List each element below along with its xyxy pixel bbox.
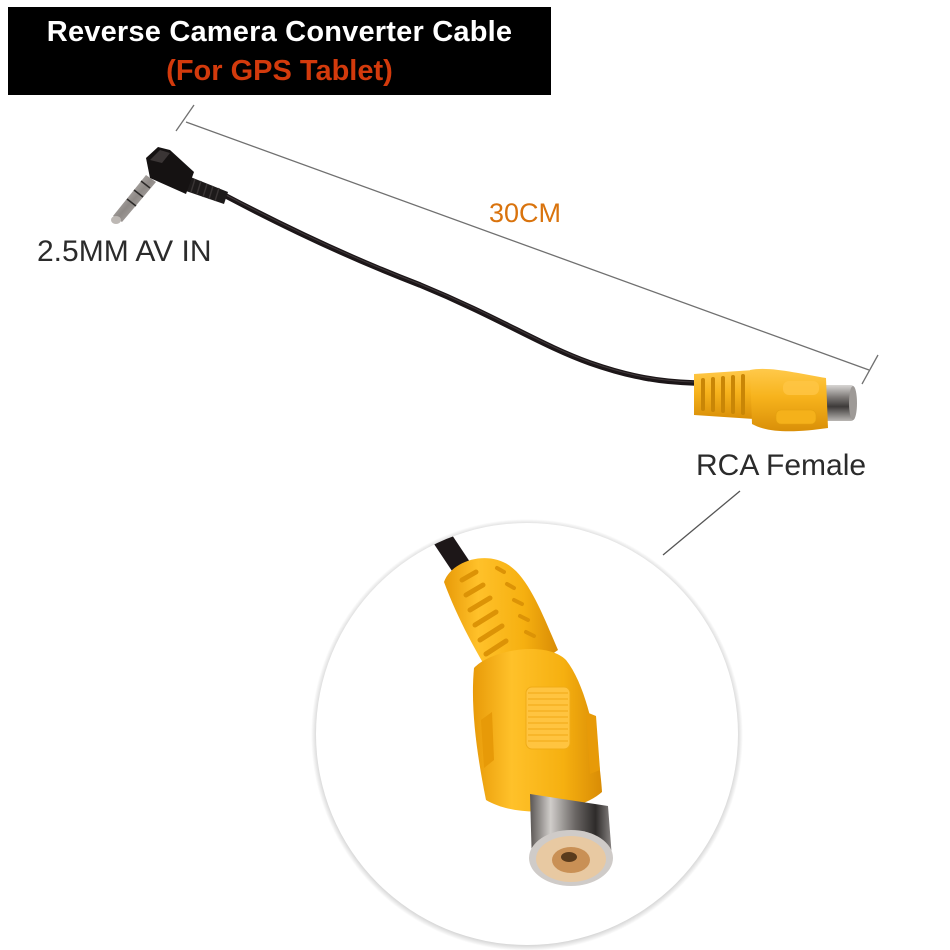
banner-subtitle: (For GPS Tablet)	[166, 55, 393, 87]
input-connector-label: 2.5MM AV IN	[37, 235, 212, 268]
dimension-tick-right	[861, 354, 879, 385]
callout-line	[662, 490, 741, 556]
av-jack-connector	[111, 147, 228, 224]
dimension-tick-left	[175, 104, 195, 132]
cable-length-label: 30CM	[489, 198, 562, 228]
detail-circle	[311, 519, 743, 950]
rca-connector	[694, 368, 857, 432]
banner-title: Reverse Camera Converter Cable	[46, 16, 513, 48]
output-connector-label: RCA Female	[696, 449, 867, 482]
cable	[223, 193, 698, 386]
dimension-measure-line	[185, 121, 870, 371]
title-banner: Reverse Camera Converter Cable (For GPS …	[8, 7, 551, 95]
dimension-line	[175, 104, 879, 385]
